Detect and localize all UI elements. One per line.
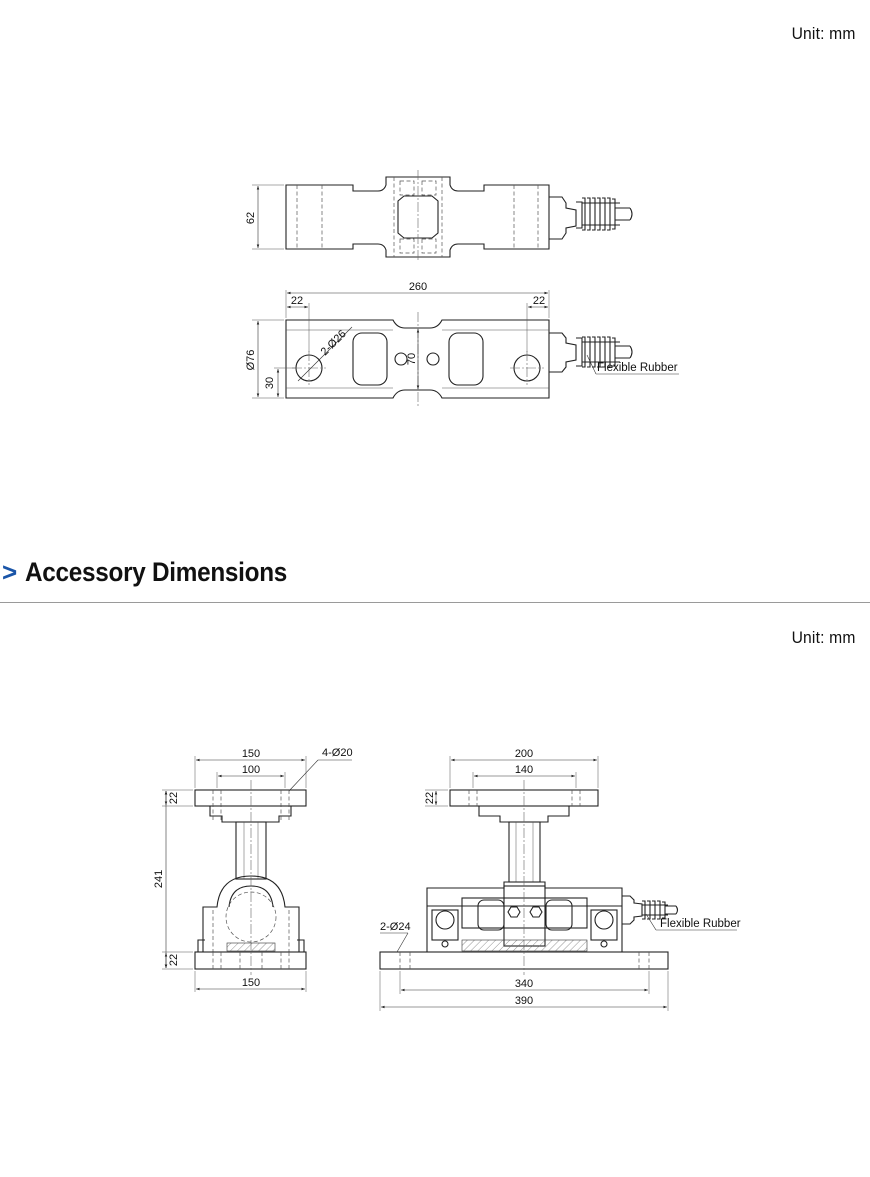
dim-22-side-bottom: 22 bbox=[168, 954, 180, 966]
loadcell-front-view: Flexible Rubber 260 22 22 Ø76 30 70 2-Ø2… bbox=[245, 281, 679, 406]
section-heading: > Accessory Dimensions bbox=[2, 552, 316, 592]
dim-22-front: 22 bbox=[424, 792, 436, 804]
accessory-front-view: Flexible Rubber 200 140 22 2-Ø24 340 390 bbox=[379, 748, 741, 1011]
dim-340: 340 bbox=[515, 978, 533, 990]
dim-dia-76: Ø76 bbox=[245, 350, 257, 371]
dim-150-top: 150 bbox=[242, 748, 260, 760]
dim-2-dia-26: 2-Ø26 bbox=[319, 328, 349, 358]
dim-150-bottom: 150 bbox=[242, 977, 260, 989]
dim-390: 390 bbox=[515, 995, 533, 1007]
unit-label-bottom: Unit: mm bbox=[791, 628, 856, 647]
accessory-side-view: 150 100 4-Ø20 22 241 22 150 bbox=[153, 747, 353, 992]
loadcell-top-view: 62 bbox=[245, 170, 633, 262]
dim-200: 200 bbox=[515, 748, 533, 760]
chevron-right-icon: > bbox=[2, 556, 18, 587]
dim-4-dia-20: 4-Ø20 bbox=[322, 747, 353, 759]
dim-62: 62 bbox=[245, 212, 257, 224]
front-cable-spring bbox=[582, 336, 620, 368]
section-title: Accessory Dimensions bbox=[25, 556, 288, 587]
dim-30: 30 bbox=[264, 377, 276, 389]
top-cable-spring bbox=[582, 197, 620, 231]
dim-260: 260 bbox=[409, 281, 427, 293]
dim-22-left: 22 bbox=[291, 295, 303, 307]
dim-22-right: 22 bbox=[533, 295, 545, 307]
dim-70: 70 bbox=[406, 353, 418, 365]
accessory-cable-spring bbox=[642, 900, 668, 920]
dim-100: 100 bbox=[242, 764, 260, 776]
unit-label-top: Unit: mm bbox=[791, 24, 856, 43]
dim-241: 241 bbox=[153, 870, 165, 888]
dim-140: 140 bbox=[515, 764, 533, 776]
dim-2-dia-24: 2-Ø24 bbox=[380, 921, 411, 933]
label-flexible-rubber-top: Flexible Rubber bbox=[597, 362, 678, 374]
label-flexible-rubber-bottom: Flexible Rubber bbox=[660, 918, 741, 930]
dim-22-side-top: 22 bbox=[168, 792, 180, 804]
section-divider bbox=[0, 602, 870, 603]
